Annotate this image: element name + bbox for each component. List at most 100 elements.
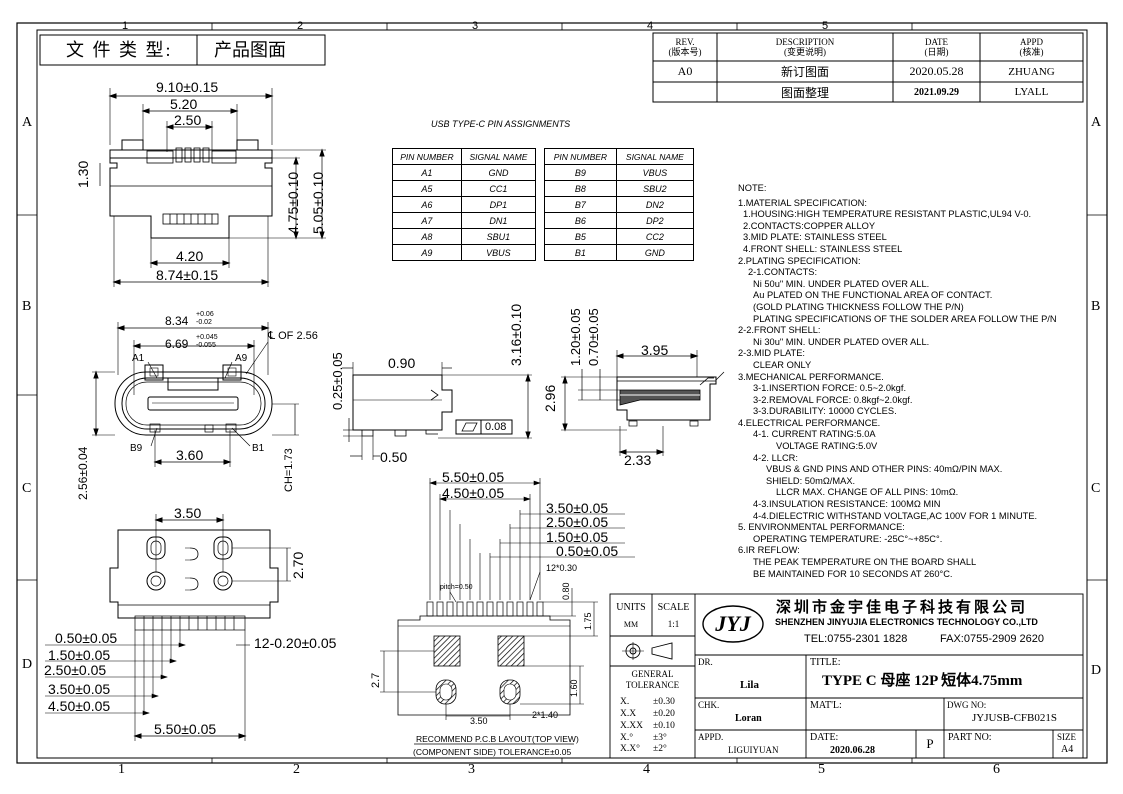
pin-signal: DN2	[615, 196, 695, 213]
dim-section-3-95: 3.95	[641, 342, 669, 358]
dim-front-centerline: ℄ OF 2.56	[268, 330, 318, 342]
note-line: Ni 30u" MIN. UNDER PLATED OVER ALL.	[753, 336, 930, 347]
tol-key: X.X	[620, 709, 637, 719]
dim-pcb-4-50: 4.50±0.05	[442, 485, 505, 501]
note-line: 4-4.DIELECTRIC WITHSTAND VOLTAGE,AC 100V…	[753, 510, 1038, 521]
date-value: 2020.06.28	[830, 745, 875, 756]
dim-section-2-33: 2.33	[624, 452, 652, 468]
rev-row1-appd: ZHUANG	[1008, 65, 1055, 78]
pin-signal: VBUS	[460, 244, 537, 261]
zone-col-1: 1	[122, 20, 129, 32]
pin-number: B1	[544, 244, 617, 261]
zone-row-c-right: C	[1091, 481, 1101, 496]
size-value: A4	[1061, 744, 1074, 755]
dim-bottom-12-pins: 12-0.20±0.05	[254, 635, 337, 651]
dim-bottom-3-50b: 3.50±0.05	[48, 681, 111, 697]
pin-table-title: USB TYPE-C PIN ASSIGNMENTS	[431, 119, 571, 129]
dim-pcb-pitch: pitch=0.50	[440, 584, 473, 591]
zone-col-bottom-1: 1	[118, 762, 125, 777]
title-block-grid	[609, 593, 1084, 759]
dim-front-3-60: 3.60	[176, 447, 204, 463]
dim-bottom-2-70: 2.70	[290, 551, 306, 579]
note-line: PLATING SPECIFICATIONS OF THE SOLDER ARE…	[753, 313, 1057, 324]
dim-pcb-1-60: 1.60	[569, 679, 579, 697]
scale-label: SCALE	[657, 601, 690, 613]
dim-front-6-69: 6.69	[165, 337, 189, 351]
pin-signal: DN1	[460, 212, 537, 229]
zone-col-bottom-4: 4	[643, 762, 650, 777]
appd-value: LIGUIYUAN	[728, 745, 779, 755]
front-view	[92, 322, 299, 467]
dwg-no-value: JYJUSB-CFB021S	[972, 712, 1057, 724]
dim-front-6-69-minus: -0.055	[196, 342, 216, 349]
zone-col-bottom-6: 6	[993, 762, 1000, 777]
note-line: 4-3.INSULATION RESISTANCE: 100MΩ MIN	[753, 499, 941, 510]
dim-front-ch: CH=1.73	[283, 448, 295, 492]
rev-header-appd: APPD (核准)	[1019, 37, 1044, 57]
note-line: 2.CONTACTS:COPPER ALLOY	[743, 220, 876, 231]
side-view	[342, 362, 532, 460]
part-no-label: PART NO:	[948, 732, 992, 743]
note-line: Au PLATED ON THE FUNCTIONAL AREA OF CONT…	[753, 290, 993, 301]
pin-number: B8	[544, 180, 617, 197]
note-line: 3-3.DURABILITY: 10000 CYCLES.	[753, 406, 897, 417]
tol-value: ±0.20	[653, 709, 675, 719]
pin-label-a1: A1	[132, 353, 145, 364]
pin-header-number: PIN NUMBER	[392, 148, 462, 165]
pin-header-number: PIN NUMBER	[544, 148, 617, 165]
dim-top-5-20: 5.20	[170, 96, 198, 112]
note-line: 4-2. LLCR:	[753, 452, 798, 463]
pin-number: A5	[392, 180, 462, 197]
company-tel: TEL:0755-2301 1828	[804, 633, 908, 645]
note-line: 3-1.INSERTION FORCE: 0.5~2.0kgf.	[753, 383, 907, 394]
rev-header-date: DATE (日期)	[924, 37, 949, 57]
tol-value: ±0.10	[653, 721, 675, 731]
pcb-caption-title: RECOMMEND P.C.B LAYOUT(TOP VIEW)	[416, 734, 579, 744]
pin-label-a9: A9	[235, 353, 248, 364]
pin-signal: GND	[460, 164, 537, 181]
dim-side-0-25: 0.25±0.05	[330, 352, 345, 410]
dim-section-0-70: 0.70±0.05	[586, 308, 601, 366]
doc-type-label: 文 件 类 型:	[66, 40, 173, 60]
notes-block: NOTE: 1.MATERIAL SPECIFICATION: 1.HOUSIN…	[738, 183, 1057, 580]
pin-label-b9: B9	[130, 443, 143, 454]
note-line: OPERATING TEMPERATURE: -25C°~+85C°.	[753, 533, 943, 544]
pin-number: A8	[392, 228, 462, 245]
tol-key: X.	[620, 697, 630, 707]
dim-bottom-0-50: 0.50±0.05	[55, 630, 118, 646]
note-line: 4-1. CURRENT RATING:5.0A	[753, 429, 876, 440]
pin-number: B6	[544, 212, 617, 229]
doc-type-value: 产品图面	[214, 40, 286, 60]
note-line: BE MAINTAINED FOR 10 SECONDS AT 260°C.	[753, 568, 953, 579]
company-fax: FAX:0755-2909 2620	[940, 633, 1044, 645]
rev-row2-rev	[653, 82, 717, 102]
pin-signal: GND	[615, 244, 695, 261]
zone-row-d: D	[22, 657, 33, 672]
dim-pcb-2-50: 2.50±0.05	[546, 514, 609, 530]
size-label: SIZE	[1057, 732, 1076, 742]
rev-row1-date: 2020.05.28	[909, 64, 964, 78]
tol-value: ±0.30	[653, 697, 675, 707]
zone-row-c: C	[22, 481, 32, 496]
tol-key: X.XX	[620, 721, 643, 731]
dim-side-flatness: 0.08	[485, 421, 507, 433]
appd-label: APPD.	[698, 732, 724, 742]
pin-signal: CC1	[460, 180, 537, 197]
chk-value: Loran	[735, 713, 762, 724]
dim-pcb-2-7: 2.7	[370, 672, 382, 688]
pin-number: A9	[392, 244, 462, 261]
dim-side-0-90: 0.90	[388, 355, 416, 371]
dim-front-8-34: 8.34	[165, 314, 189, 328]
note-line: SHIELD: 50mΩ/MAX.	[766, 475, 856, 486]
note-line: 4.ELECTRICAL PERFORMANCE.	[738, 417, 881, 428]
dim-pcb-3-50b: 3.50	[470, 716, 488, 726]
rev-row2-date: 2021.09.29	[914, 86, 959, 98]
bottom-view	[45, 514, 291, 741]
section-view	[561, 350, 725, 456]
note-line: THE PEAK TEMPERATURE ON THE BOARD SHALL	[753, 557, 977, 567]
dim-bottom-4-50: 4.50±0.05	[48, 698, 111, 714]
dr-label: DR.	[698, 657, 713, 667]
